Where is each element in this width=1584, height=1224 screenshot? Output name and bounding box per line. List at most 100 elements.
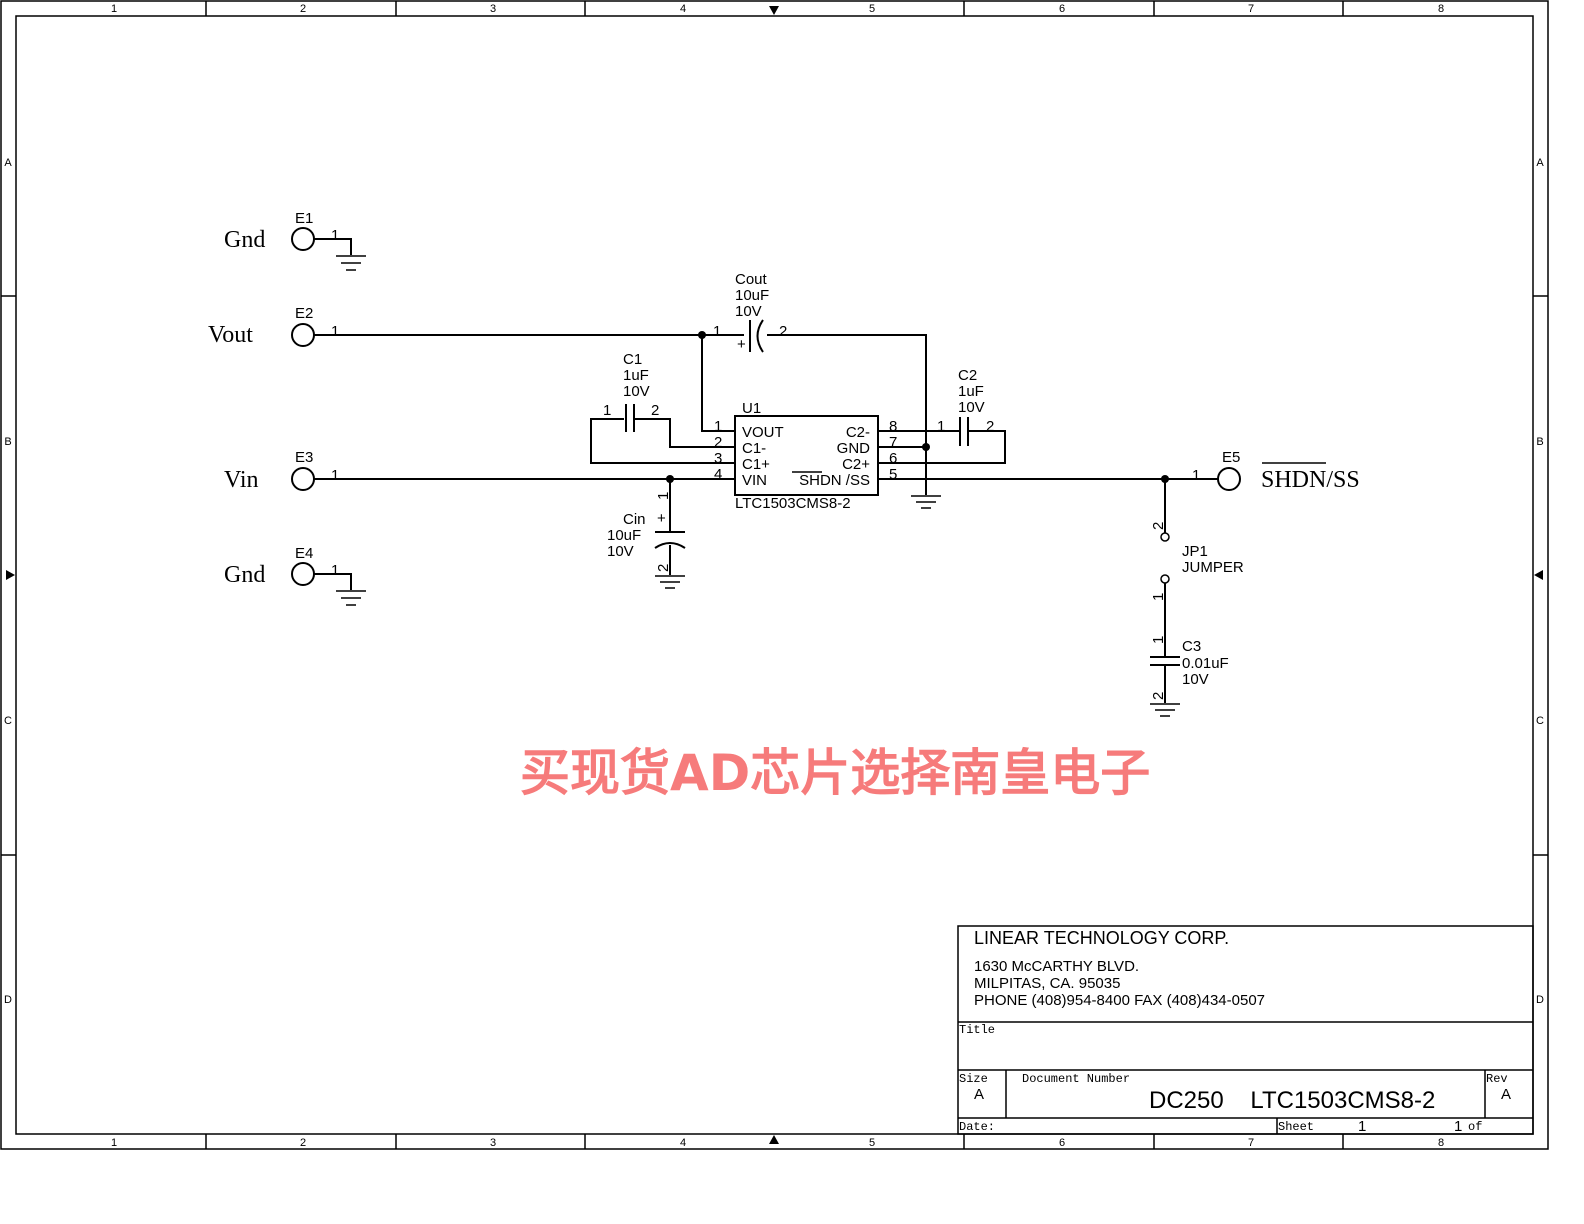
svg-text:2: 2	[986, 418, 994, 435]
svg-text:10V: 10V	[607, 543, 634, 560]
svg-text:Sheet: Sheet	[1278, 1120, 1314, 1134]
svg-text:1: 1	[1192, 467, 1200, 484]
column-label: 6	[1059, 1137, 1065, 1149]
wires	[314, 334, 1218, 703]
net-label-vout: Vout	[208, 322, 253, 348]
svg-text:Rev: Rev	[1486, 1072, 1508, 1086]
terminal-e5: E5 1 SHDN/SS	[1192, 449, 1360, 493]
column-label: 1	[111, 3, 117, 15]
svg-text:U1: U1	[742, 400, 761, 417]
row-label: B	[1536, 436, 1543, 448]
title-block: LINEAR TECHNOLOGY CORP. 1630 McCARTHY BL…	[957, 925, 1534, 1135]
terminal-pad-icon	[291, 227, 315, 251]
svg-text:JP1: JP1	[1182, 543, 1208, 560]
svg-text:C2+: C2+	[842, 456, 870, 473]
company-name: LINEAR TECHNOLOGY CORP.	[974, 928, 1229, 948]
svg-text:C2: C2	[958, 367, 977, 384]
row-label: A	[4, 157, 12, 169]
svg-text:10V: 10V	[623, 383, 650, 400]
svg-text:10V: 10V	[735, 303, 762, 320]
svg-text:1: 1	[937, 418, 945, 435]
svg-text:of: of	[1468, 1120, 1482, 1134]
svg-text:Cout: Cout	[735, 271, 768, 288]
svg-text:1: 1	[331, 323, 339, 340]
column-label: 4	[680, 1137, 686, 1149]
svg-text:Cin: Cin	[623, 511, 646, 528]
svg-text:6: 6	[889, 450, 897, 467]
svg-text:10V: 10V	[958, 399, 985, 416]
svg-text:2: 2	[1150, 522, 1167, 530]
svg-text:PHONE (408)954-8400 FAX (408): PHONE (408)954-8400 FAX (408)434-0507	[974, 992, 1265, 1009]
svg-text:C1: C1	[623, 351, 642, 368]
capacitor-cin: Cin + 10uF 10V 1 2	[607, 492, 686, 589]
svg-text:4: 4	[714, 466, 722, 483]
svg-text:C1+: C1+	[742, 456, 770, 473]
document-number: DC250 LTC1503CMS8-2	[1149, 1087, 1435, 1114]
svg-text:GND: GND	[837, 440, 871, 457]
svg-text:C2-: C2-	[846, 424, 870, 441]
svg-text:Document Number: Document Number	[1022, 1072, 1130, 1086]
svg-text:1: 1	[655, 492, 672, 500]
terminal-ref: E2	[295, 305, 313, 322]
terminal-pad-icon	[291, 467, 315, 491]
svg-text:+: +	[737, 336, 746, 353]
center-arrows	[6, 6, 1543, 1144]
row-label: C	[4, 715, 12, 727]
ground-icon	[336, 590, 366, 606]
svg-text:Date:: Date:	[959, 1120, 995, 1134]
svg-text:1: 1	[331, 227, 339, 244]
ground-icon	[655, 575, 685, 589]
column-label: 1	[111, 1137, 117, 1149]
terminal-pad-icon	[291, 323, 315, 347]
svg-text:MILPITAS, CA. 95035: MILPITAS, CA. 95035	[974, 975, 1120, 992]
svg-text:1uF: 1uF	[623, 367, 649, 384]
svg-text:VIN: VIN	[742, 472, 767, 489]
svg-text:1: 1	[1358, 1118, 1366, 1135]
svg-text:1: 1	[331, 467, 339, 484]
svg-text:1: 1	[1150, 593, 1167, 601]
column-label: 3	[490, 3, 496, 15]
svg-text:C1-: C1-	[742, 440, 766, 457]
svg-text:1: 1	[713, 323, 721, 340]
column-label: 7	[1248, 3, 1254, 15]
ground-icon	[911, 495, 941, 509]
row-label: C	[1536, 715, 1544, 727]
svg-text:VOUT: VOUT	[742, 424, 784, 441]
terminal-ref: E5	[1222, 449, 1240, 466]
svg-text:A: A	[974, 1086, 984, 1103]
column-label: 5	[869, 1137, 875, 1149]
terminal-e3: Vin E3 1	[224, 449, 339, 493]
svg-text:2: 2	[655, 564, 672, 572]
svg-text:A: A	[1501, 1086, 1511, 1103]
terminal-e4: Gnd E4 1	[224, 545, 366, 606]
capacitor-c2: C2 1uF 10V 1 2	[937, 367, 994, 446]
svg-text:Title: Title	[959, 1023, 995, 1037]
svg-text:8: 8	[889, 418, 897, 435]
column-label: 5	[869, 3, 875, 15]
svg-text:2: 2	[1150, 692, 1167, 700]
svg-text:JUMPER: JUMPER	[1182, 559, 1244, 576]
svg-text:3: 3	[714, 450, 722, 467]
jumper-jp1: JP1 JUMPER 2 1	[1150, 522, 1244, 601]
junction-dots	[666, 331, 1169, 483]
terminal-pad-icon	[1217, 467, 1241, 491]
terminal-pad-icon	[291, 562, 315, 586]
column-label: 2	[300, 3, 306, 15]
column-label: 8	[1438, 3, 1444, 15]
net-label-vin: Vin	[224, 467, 259, 493]
terminal-ref: E1	[295, 210, 313, 227]
row-label: D	[1536, 994, 1544, 1006]
net-label-gnd: Gnd	[224, 227, 265, 253]
watermark: 买现货AD芯片选择南皇电子	[520, 744, 1150, 802]
column-label: 2	[300, 1137, 306, 1149]
capacitor-c1: C1 1uF 10V 1 2	[603, 351, 659, 432]
row-label: D	[4, 994, 12, 1006]
svg-text:+: +	[657, 510, 666, 527]
column-label: 6	[1059, 3, 1065, 15]
svg-text:0.01uF: 0.01uF	[1182, 655, 1229, 672]
terminal-ref: E3	[295, 449, 313, 466]
svg-text:1: 1	[714, 418, 722, 435]
svg-text:1uF: 1uF	[958, 383, 984, 400]
svg-text:Size: Size	[959, 1072, 988, 1086]
